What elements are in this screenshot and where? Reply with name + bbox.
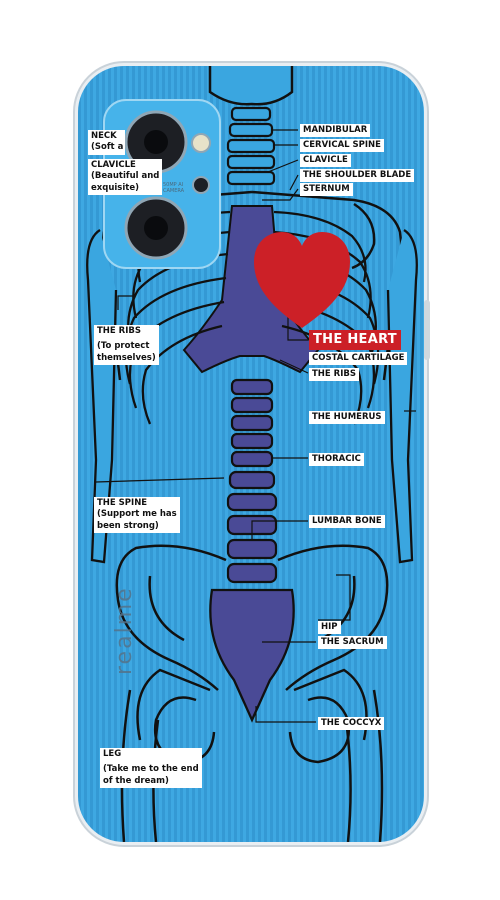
pelvis (115, 544, 389, 691)
camera-text: 50MP AI CAMERA (163, 182, 185, 194)
label-mandibular: MANDIBULAR (300, 124, 371, 138)
label-cervical-spine: CERVICAL SPINE (300, 139, 384, 153)
label-the-spine-sub2: been strong) (97, 520, 159, 531)
label-clavicle-left-sub2: exquisite) (91, 182, 139, 193)
label-clavicle-left-title: CLAVICLE (91, 160, 136, 170)
label-the-humerus: THE HUMERUS (309, 411, 385, 425)
label-leg-sub2: of the dream) (103, 775, 169, 786)
label-neck-title: NECK (91, 131, 117, 141)
label-clavicle-left: CLAVICLE (Beautiful and exquisite) (88, 159, 163, 196)
label-the-ribs-left-sub2: themselves) (97, 352, 156, 363)
label-leg-sub1: (Take me to the end (103, 764, 199, 775)
label-the-sacrum: THE SACRUM (318, 636, 387, 650)
label-the-spine-sub1: (Support me has (97, 509, 177, 520)
label-the-coccyx: THE COCCYX (318, 717, 385, 731)
label-hip: HIP (318, 621, 341, 635)
label-shoulder-blade: THE SHOULDER BLADE (300, 169, 415, 183)
spine (226, 378, 278, 584)
label-lumbar-bone: LUMBAR BONE (309, 515, 385, 529)
leader-lines (95, 129, 416, 723)
brand-logo-text: realme (112, 586, 137, 675)
label-thoracic: THORACIC (309, 453, 364, 467)
label-sternum: STERNUM (300, 183, 353, 197)
heart-shape (254, 232, 350, 328)
label-the-ribs-right: THE RIBS (309, 368, 359, 382)
label-clavicle-left-sub1: (Beautiful and (91, 171, 160, 182)
humerus (86, 229, 418, 564)
label-costal-cartilage: COSTAL CARTILAGE (309, 352, 408, 366)
label-the-ribs-left-sub1: (To protect (97, 341, 150, 352)
label-the-ribs-left: THE RIBS (To protect themselves) (94, 325, 159, 366)
label-neck: NECK (Soft a (88, 130, 126, 155)
sacrum (209, 588, 295, 723)
label-leg-title: LEG (103, 749, 122, 759)
label-the-spine-title: THE SPINE (97, 498, 148, 508)
cervical-spine (226, 106, 276, 186)
label-the-heart: THE HEART (309, 330, 401, 350)
label-neck-sub: (Soft a (91, 142, 124, 153)
label-leg: LEG (Take me to the end of the dream) (100, 748, 202, 789)
label-the-ribs-left-title: THE RIBS (97, 326, 141, 336)
label-clavicle: CLAVICLE (300, 154, 351, 168)
label-the-spine: THE SPINE (Support me has been strong) (94, 497, 180, 534)
